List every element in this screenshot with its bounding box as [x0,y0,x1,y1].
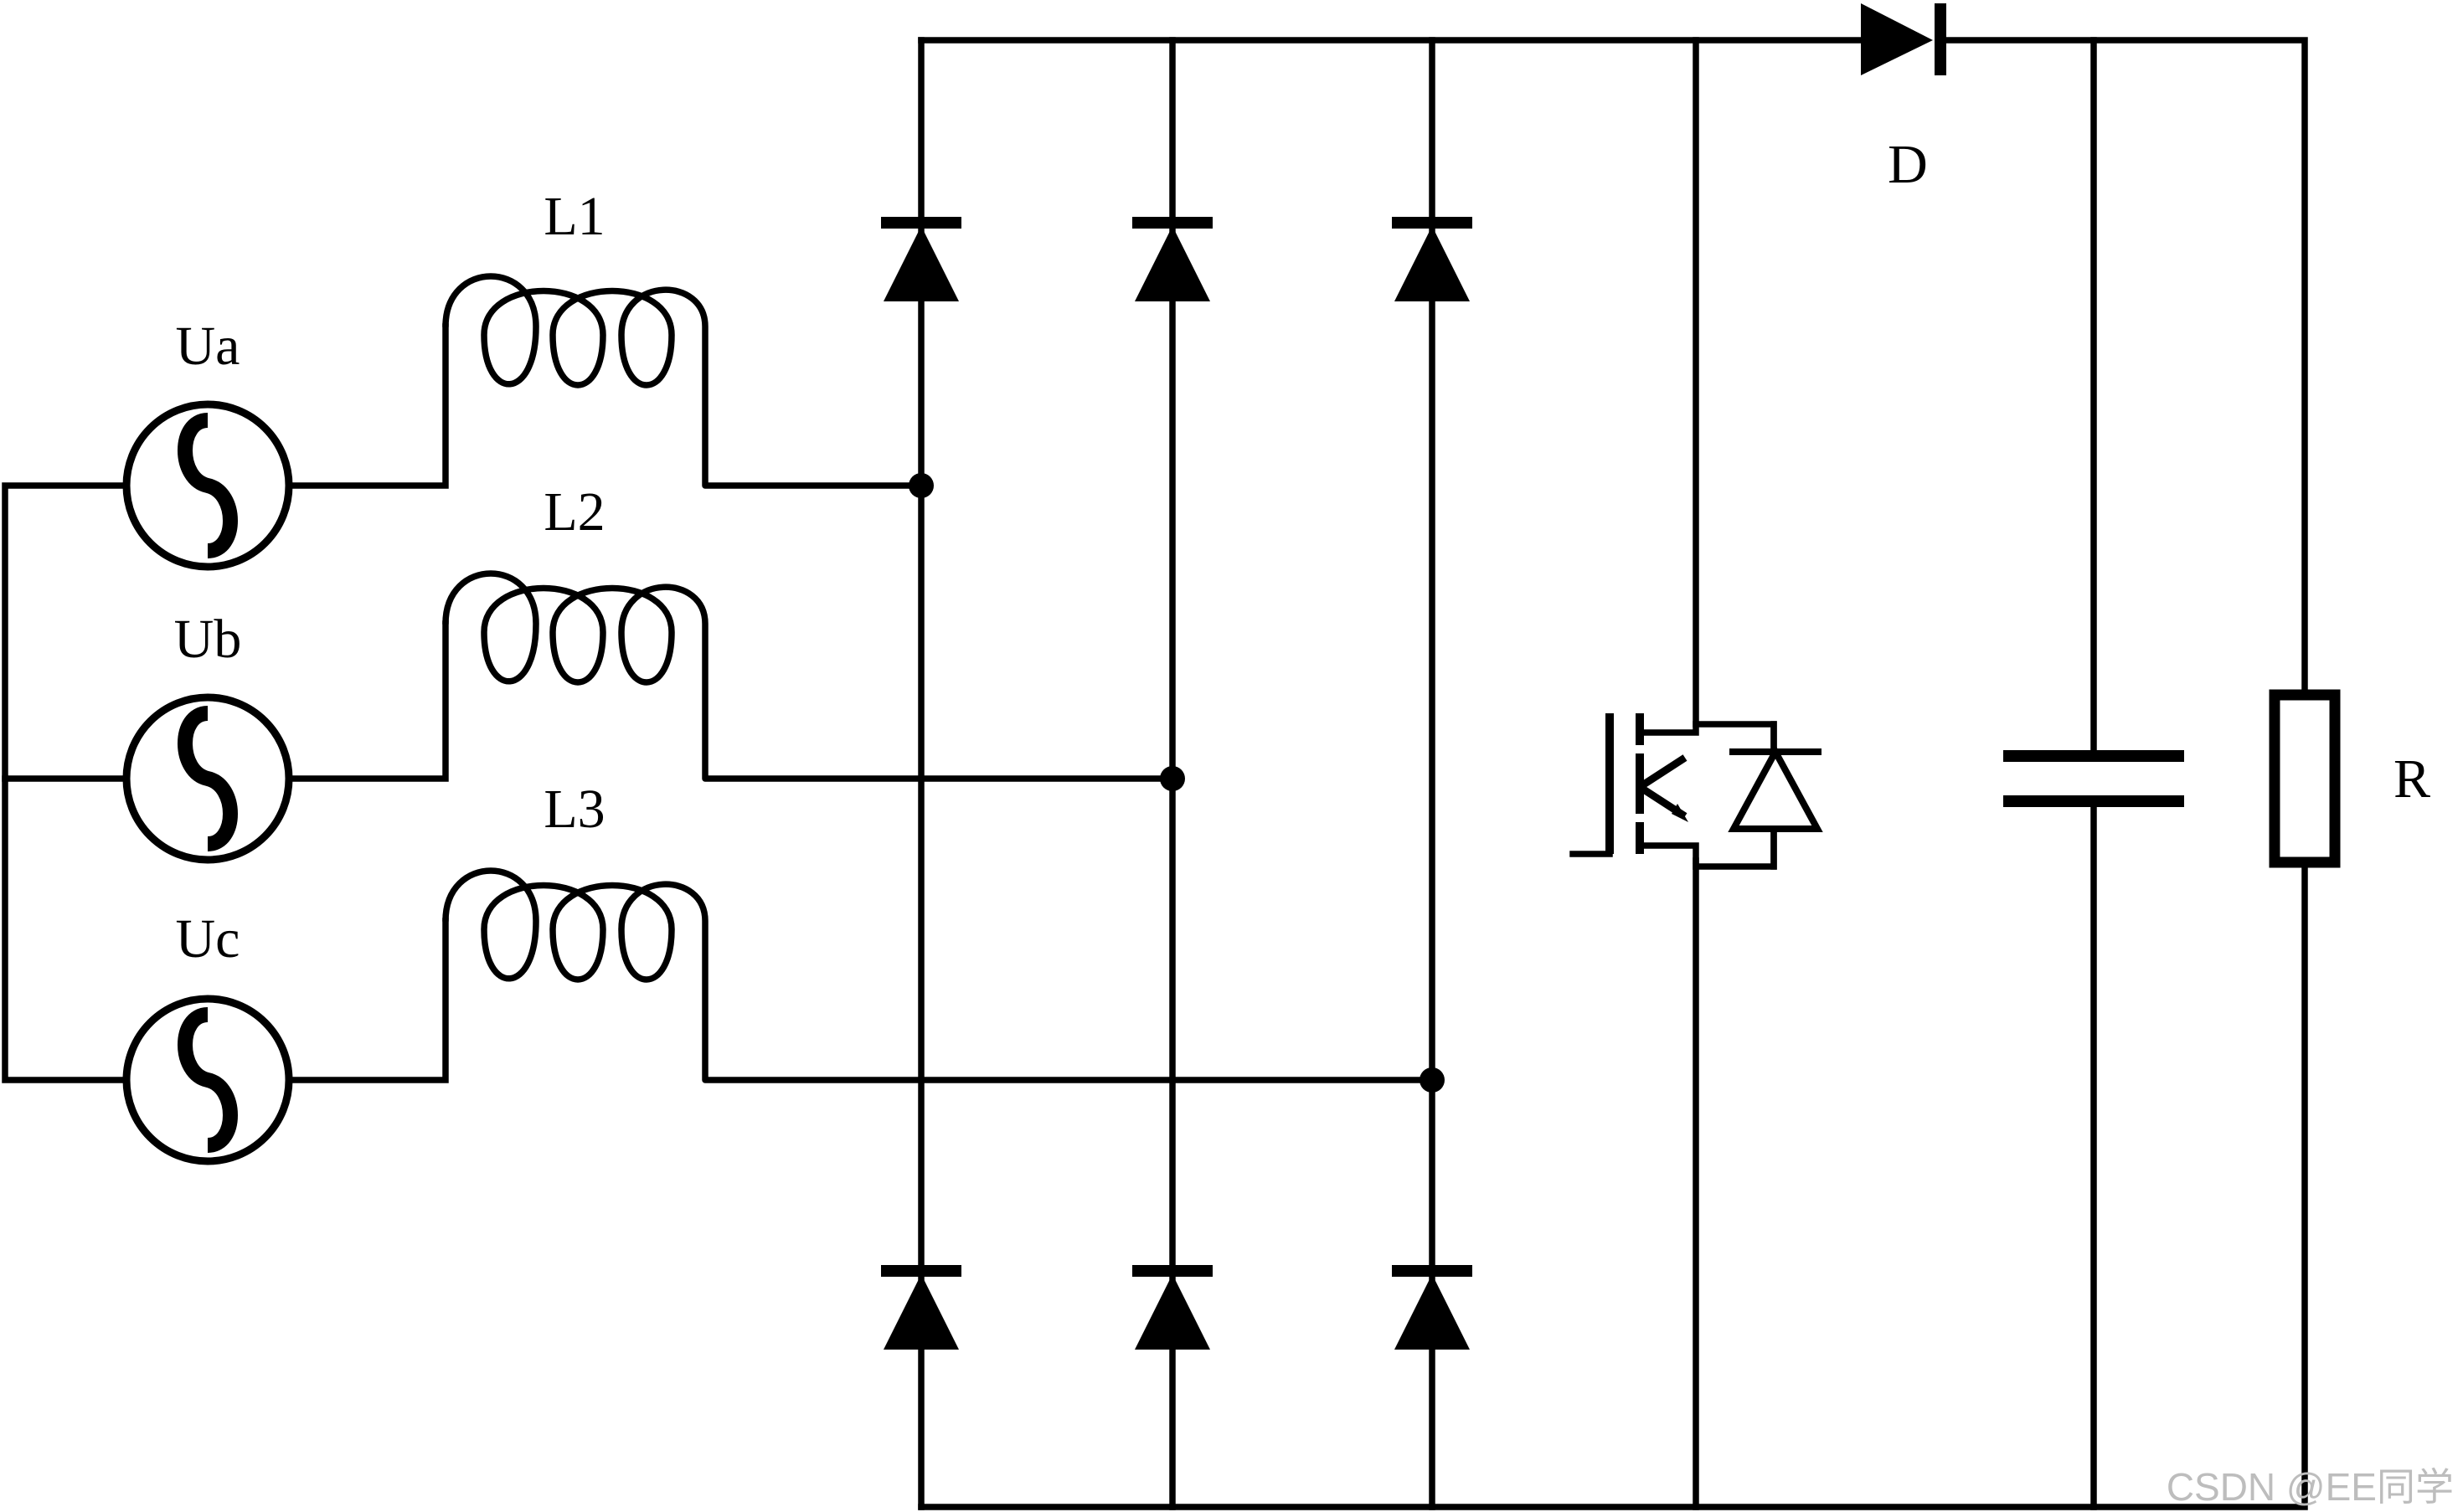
source-ub [122,693,293,864]
source-uc-label: Uc [176,908,240,969]
neutral-wire [2,482,129,1083]
source-ua [122,400,293,571]
boost-diode-label: D [1888,134,1928,195]
bridge-diode-upper-b [1132,217,1213,301]
bridge-diode-lower-a [881,1265,961,1350]
boost-diode [1861,3,1946,75]
source-ua-label: Ua [176,316,240,377]
bridge-diode-lower-b [1132,1265,1213,1350]
output-capacitor [2003,37,2184,1510]
wire-ub-l2 [286,620,449,782]
inductor-l2 [442,570,1176,782]
junction-dot-b [1160,766,1185,791]
inductor-l1-label: L1 [544,186,605,247]
wire-ua-l1 [286,323,449,489]
junction-dot-a [909,473,934,498]
inductor-l3-label: L3 [544,779,605,840]
inductor-l1 [442,273,925,489]
load-resistor [2269,689,2341,868]
watermark: CSDN @EE同学 [2167,1465,2454,1509]
bridge-diode-upper-a [881,217,961,301]
junction-dot-c [1420,1067,1445,1093]
positive-rail-right [1940,37,2308,698]
load-resistor-label: R [2393,748,2430,810]
igbt-switch [1569,37,1823,1510]
negative-rail [918,859,2308,1510]
wire-uc-l3 [286,918,449,1083]
inductor-l2-label: L2 [544,481,605,543]
bridge-diode-lower-c [1392,1265,1472,1350]
bridge-diode-upper-c [1392,217,1472,301]
source-ub-label: Ub [174,609,242,670]
inductor-l3 [442,867,1435,1083]
source-uc [122,995,293,1165]
